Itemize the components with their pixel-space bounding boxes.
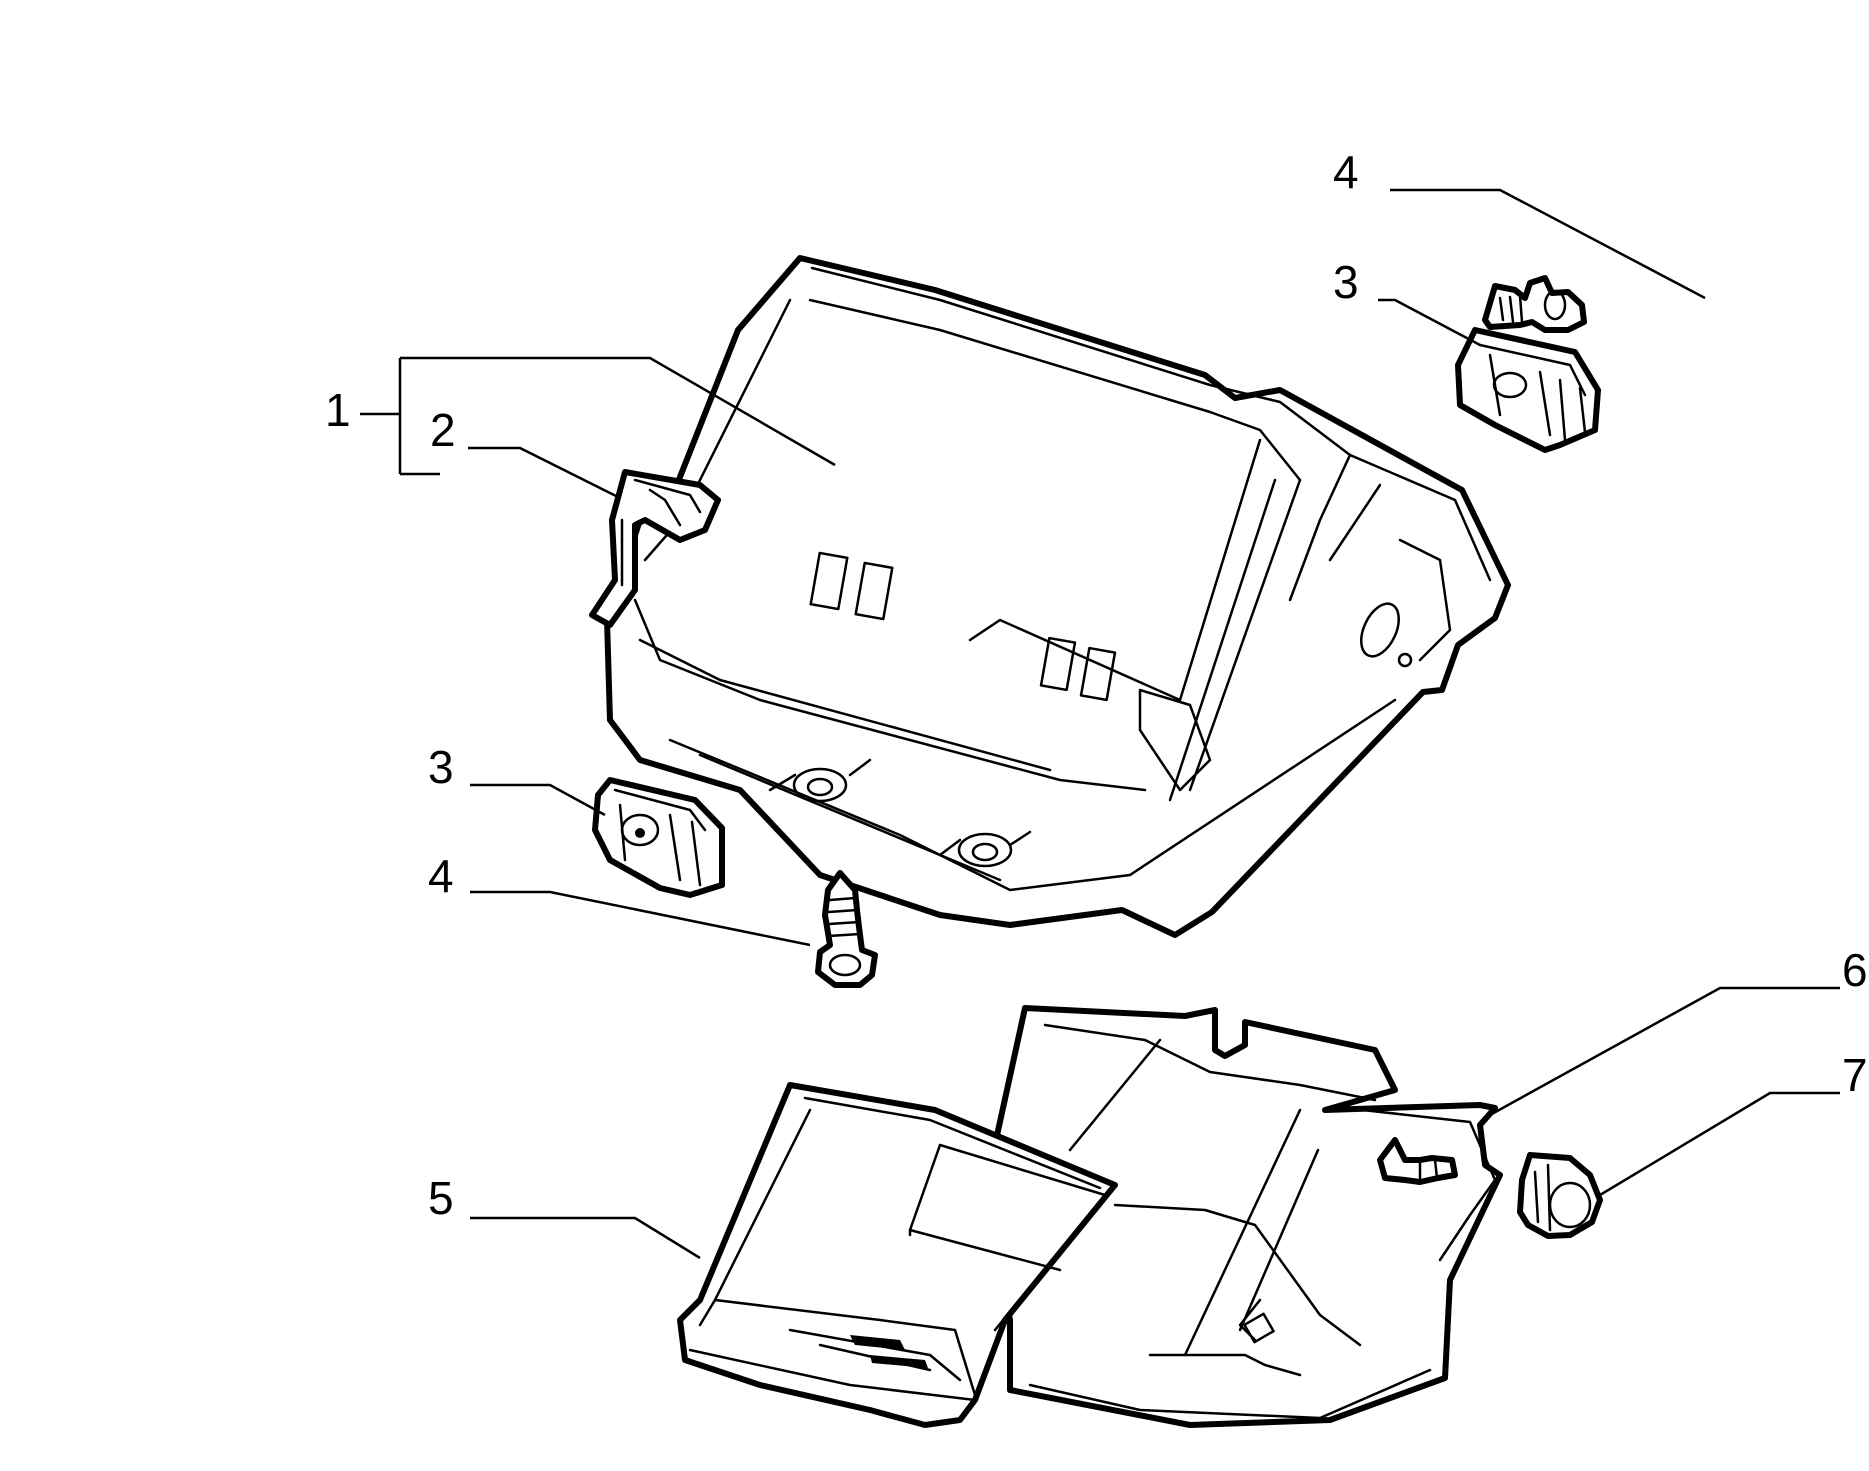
callout-1: 1 (325, 384, 351, 436)
callout-2: 2 (430, 404, 456, 456)
part-clip-nut-top (1455, 327, 1601, 453)
leader-5 (470, 1216, 701, 1260)
callout-5: 5 (428, 1172, 454, 1224)
leader-3-bottom (470, 783, 606, 817)
leader-4-top (1390, 188, 1706, 300)
leader-4-bottom (470, 890, 811, 947)
part-screw-top (1482, 275, 1587, 333)
callout-7: 7 (1842, 1049, 1868, 1101)
leader-7 (1599, 1091, 1840, 1197)
leader-6 (1489, 986, 1840, 1117)
part-glove-box-lid (677, 1005, 1503, 1428)
part-bracket (589, 469, 721, 628)
part-screw-bottom (815, 870, 878, 988)
part-glove-box-housing (604, 255, 1511, 938)
part-cap-bumper (1517, 1152, 1603, 1239)
callout-3-top: 3 (1333, 256, 1359, 308)
leader-lines (360, 188, 1840, 1260)
callout-4-top: 4 (1333, 146, 1359, 198)
leader-1-bracket (398, 356, 836, 476)
callout-numbers: 1 2 3 4 3 4 5 6 7 (325, 146, 1868, 1224)
part-clip-nut-bottom (592, 777, 725, 898)
callout-6: 6 (1842, 944, 1868, 996)
callout-4-bottom: 4 (428, 850, 454, 902)
callout-3-bottom: 3 (428, 741, 454, 793)
leader-2 (468, 446, 621, 500)
leader-3-top (1378, 298, 1481, 347)
